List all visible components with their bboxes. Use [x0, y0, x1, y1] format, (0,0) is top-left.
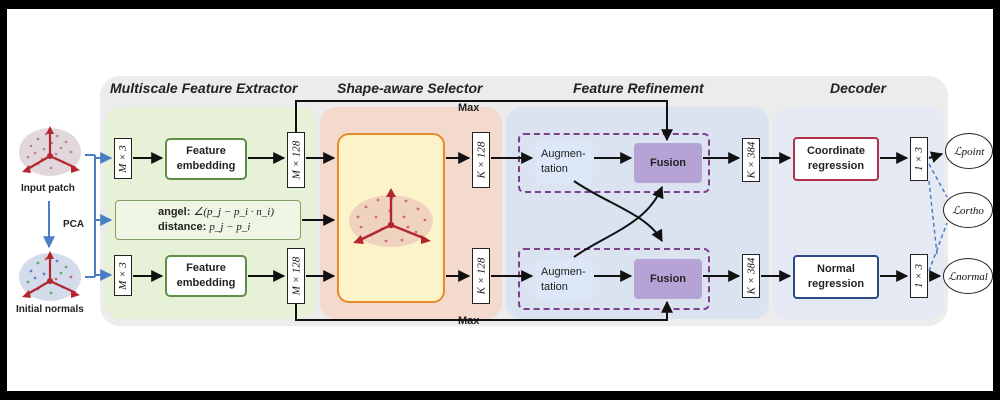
input-patch-label: Input patch — [21, 183, 75, 194]
angle-label: angel: — [158, 206, 191, 219]
dim-m3-bottom: M × 3 — [114, 255, 132, 296]
dim-k384-top: K × 384 — [742, 138, 760, 182]
dim-1x3-bottom: 1 × 3 — [910, 254, 928, 298]
loss-normal: ℒnormal — [943, 258, 993, 294]
section-title-refinement: Feature Refinement — [573, 80, 704, 96]
connection-arrows — [43, 100, 948, 321]
loss-ortho: ℒortho — [943, 192, 993, 228]
initial-normals-label: Initial normals — [16, 304, 84, 315]
dim-m128-bottom: M × 128 — [287, 248, 305, 304]
pca-label: PCA — [63, 219, 85, 230]
feature-embedding-top: Feature embedding — [165, 138, 247, 180]
normal-regression-box: Normal regression — [793, 255, 879, 299]
section-title-extractor: Multiscale Feature Extractor — [110, 80, 298, 96]
initial-normals-pointcloud — [19, 251, 81, 301]
dim-1x3-top: 1 × 3 — [910, 137, 928, 181]
dim-k384-bottom: K × 384 — [742, 254, 760, 298]
refinement-bottom-dashed-group — [518, 248, 710, 310]
feature-embedding-bottom: Feature embedding — [165, 255, 247, 297]
section-title-decoder: Decoder — [830, 80, 887, 96]
diagram-canvas: Multiscale Feature Extractor Shape-aware… — [7, 9, 993, 391]
geometry-formula-box: angel: ∠(p_j − p_i · n_i) distance: p_j … — [115, 200, 301, 240]
dim-k128-bottom: K × 128 — [472, 248, 490, 304]
dim-k128-top: K × 128 — [472, 132, 490, 188]
augmentation-top: Augmen-tation — [535, 141, 593, 183]
fusion-top: Fusion — [634, 143, 702, 183]
dim-m128-top: M × 128 — [287, 132, 305, 188]
coordinate-regression-box: Coordinate regression — [793, 137, 879, 181]
max-label-top: Max — [458, 102, 480, 114]
fusion-bottom: Fusion — [634, 259, 702, 299]
angle-formula: ∠(p_j − p_i · n_i) — [193, 206, 274, 219]
dim-m3-top: M × 3 — [114, 138, 132, 179]
input-patch-pointcloud — [19, 126, 81, 176]
section-title-selector: Shape-aware Selector — [337, 80, 483, 96]
refinement-top-dashed-group — [518, 133, 710, 193]
loss-point: ℒpoint — [945, 133, 993, 169]
selector-pointcloud — [349, 188, 433, 247]
augmentation-bottom: Augmen-tation — [535, 259, 593, 301]
distance-formula: p_j − p_i — [209, 221, 251, 233]
distance-label: distance: — [158, 221, 207, 233]
